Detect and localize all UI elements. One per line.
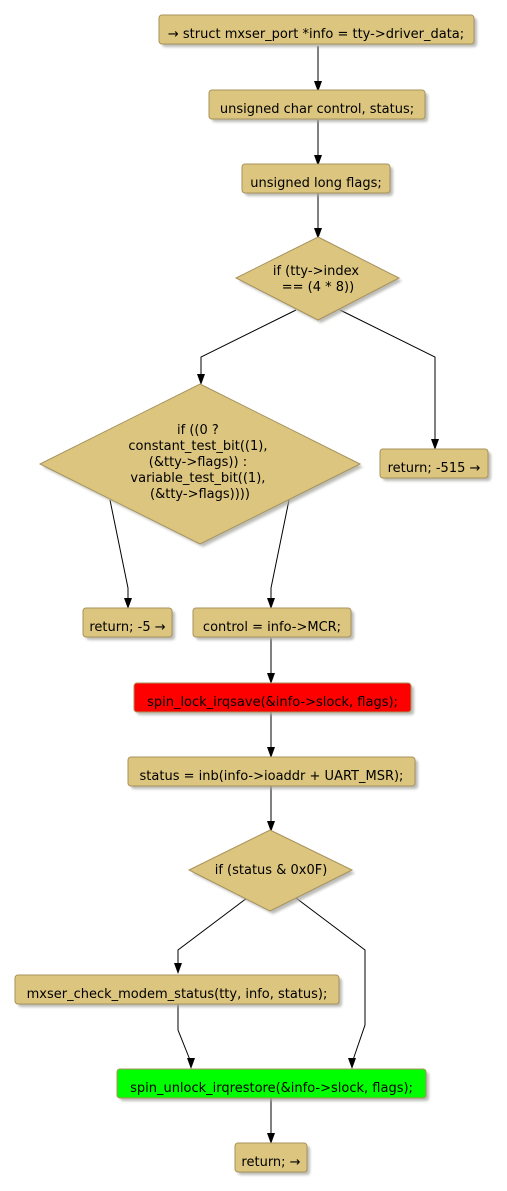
arrowheads <box>124 81 439 1144</box>
node-text: → struct mxser_port *info = tty->driver_… <box>168 27 464 42</box>
node-flags-decl: unsigned long flags; <box>241 163 393 196</box>
node-text: return; -515 → <box>388 461 481 476</box>
decision-line: variable_test_bit((1), <box>130 471 265 486</box>
node-text: status = inb(info->ioaddr + UART_MSR); <box>140 769 404 784</box>
decision-status-mask: if (status & 0x0F) <box>187 829 355 914</box>
arrowhead <box>431 439 439 450</box>
edge-d2-return5 <box>109 499 129 600</box>
node-return-515: return; -515 → <box>379 448 491 481</box>
edge-d2-control <box>270 499 290 600</box>
node-info-assignment: → struct mxser_port *info = tty->driver_… <box>158 14 477 47</box>
decision-line: == (4 * 8)) <box>282 280 354 295</box>
arrowhead <box>267 673 275 684</box>
decision-test-bit: if ((0 ? constant_test_bit((1), (&tty->f… <box>38 383 363 547</box>
node-text: return; → <box>241 1155 300 1170</box>
node-spin-lock: spin_lock_irqsave(&info->slock, flags); <box>133 682 414 715</box>
edge-check-unlock <box>177 1003 191 1061</box>
node-status-assignment: status = inb(info->ioaddr + UART_MSR); <box>127 756 418 789</box>
decision-line: if (tty->index <box>273 264 360 279</box>
node-text: return; -5 → <box>89 620 165 635</box>
decision-tty-index: if (tty->index == (4 * 8)) <box>234 236 402 323</box>
arrowhead <box>187 1058 195 1069</box>
decision-line: (&tty->flags)))) <box>150 487 250 502</box>
node-text: spin_unlock_irqrestore(&info->slock, fla… <box>130 1081 413 1096</box>
node-text: unsigned char control, status; <box>220 102 414 117</box>
node-spin-unlock: spin_unlock_irqrestore(&info->slock, fla… <box>116 1068 429 1101</box>
node-control-assignment: control = info->MCR; <box>192 607 354 640</box>
edge-d1-d2 <box>200 309 297 375</box>
decision-text: if ((0 ? constant_test_bit((1), (&tty->f… <box>128 423 271 502</box>
arrowhead <box>267 598 275 609</box>
node-text: spin_lock_irqsave(&info->slock, flags); <box>147 695 398 710</box>
arrowhead <box>348 1058 356 1069</box>
decision-line: if (status & 0x0F) <box>215 863 328 878</box>
decision-line: (&tty->flags)) : <box>149 455 247 470</box>
arrowhead <box>267 821 275 832</box>
decision-text: if (status & 0x0F) <box>215 863 328 878</box>
node-text: mxser_check_modem_status(tty, info, stat… <box>27 987 328 1002</box>
arrowhead <box>314 155 322 166</box>
edge-d3-check <box>177 897 248 965</box>
edges <box>109 46 436 1134</box>
arrowhead <box>314 81 322 92</box>
edge-d3-unlock <box>295 897 366 1061</box>
arrowhead <box>174 963 182 974</box>
node-text: control = info->MCR; <box>203 620 341 635</box>
decision-line: if ((0 ? <box>177 423 219 438</box>
arrowhead <box>314 228 322 239</box>
node-control-status-decl: unsigned char control, status; <box>208 89 428 122</box>
arrowhead <box>124 598 132 609</box>
decision-text: if (tty->index == (4 * 8)) <box>273 264 363 295</box>
nodes: → struct mxser_port *info = tty->driver_… <box>14 14 491 1175</box>
arrowhead <box>197 374 205 385</box>
node-text: unsigned long flags; <box>250 176 382 191</box>
node-return-5: return; -5 → <box>82 607 175 640</box>
node-check-modem-status: mxser_check_modem_status(tty, info, stat… <box>14 974 342 1007</box>
edge-d1-return515 <box>339 309 436 441</box>
arrowhead <box>267 747 275 758</box>
arrowhead <box>267 1133 275 1144</box>
node-return: return; → <box>234 1142 310 1175</box>
decision-line: constant_test_bit((1), <box>128 439 267 454</box>
